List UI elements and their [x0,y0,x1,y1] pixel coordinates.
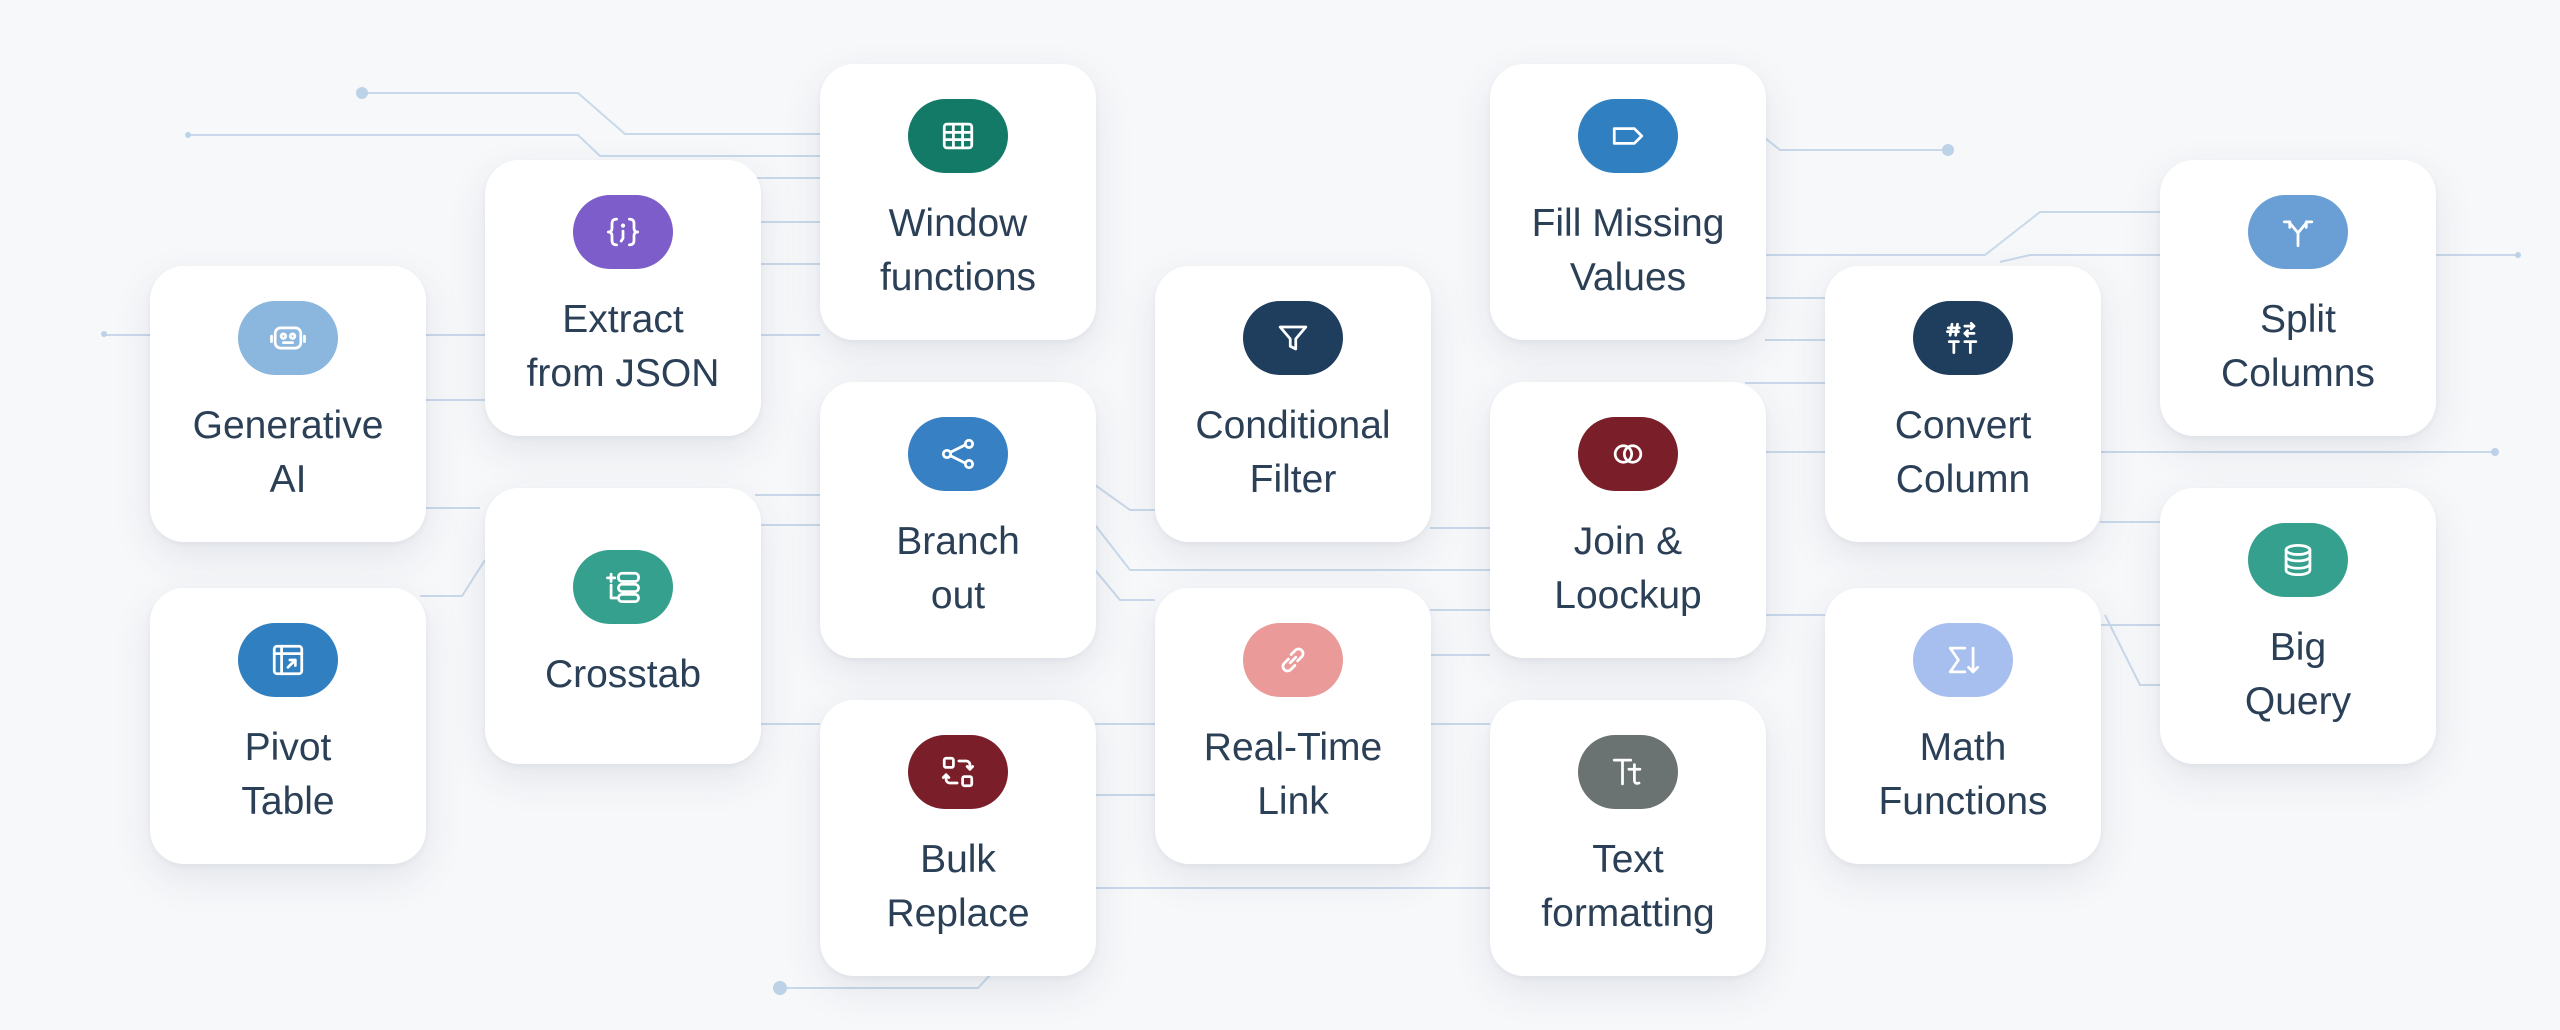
generative-ai-label: Generative AI [192,404,384,501]
database-icon [2284,544,2312,577]
generative-ai-card[interactable]: Generative AI [150,266,426,542]
bulk-replace-label: Bulk Replace [886,838,1030,935]
window-functions-card[interactable]: Window functions [820,64,1096,340]
text-formatting-badge [1578,735,1678,810]
link-icon [1281,647,1305,673]
window-functions-label: Window functions [879,202,1037,299]
join-lookup-badge [1578,417,1678,492]
split-icon [2282,220,2314,248]
join-lookup-label: Join & Loockup [1554,520,1702,617]
bulk-replace-badge [908,735,1008,810]
robot-icon [270,326,306,350]
math-functions-label: Math Functions [1878,726,2048,823]
text-formatting-label: Text formatting [1541,838,1715,935]
text-format-icon [1612,758,1642,786]
replace-icon [941,757,975,788]
big-query-label: Big Query [2244,626,2352,723]
conditional-filter-card[interactable]: Conditional Filter [1155,266,1431,542]
table-grid-icon [942,122,974,150]
extract-json-badge [573,195,673,270]
crosstab-card[interactable]: Crosstab [485,488,761,764]
branch-out-label: Branch out [896,520,1020,617]
conditional-filter-badge [1243,301,1343,376]
real-time-link-badge [1243,623,1343,698]
pivot-table-icon [272,645,304,676]
real-time-link-label: Real-Time Link [1203,726,1383,823]
pivot-table-card[interactable]: Pivot Table [150,588,426,864]
crosstab-icon [606,571,640,604]
fill-missing-badge [1578,99,1678,174]
split-columns-badge [2248,195,2348,270]
generative-ai-badge [238,301,338,376]
join-lookup-card[interactable]: Join & Loockup [1490,382,1766,658]
convert-column-badge [1913,301,2013,376]
json-braces-icon [606,217,640,247]
real-time-link-card[interactable]: Real-Time Link [1155,588,1431,864]
pivot-table-badge [238,623,338,698]
extract-json-card[interactable]: Extract from JSON [485,160,761,436]
conditional-filter-label: Conditional Filter [1195,404,1391,501]
convert-column-label: Convert Column [1894,404,2032,501]
convert-icon [1946,322,1978,355]
branch-out-badge [908,417,1008,492]
tag-icon [1612,127,1644,145]
fill-missing-label: Fill Missing Values [1531,202,1725,299]
branch-icon [941,439,975,470]
sigma-icon [1948,646,1980,674]
big-query-badge [2248,523,2348,598]
extract-json-label: Extract from JSON [526,298,720,395]
math-functions-card[interactable]: Math Functions [1825,588,2101,864]
window-functions-badge [908,99,1008,174]
text-formatting-card[interactable]: Text formatting [1490,700,1766,976]
big-query-card[interactable]: Big Query [2160,488,2436,764]
math-functions-badge [1913,623,2013,698]
split-columns-label: Split Columns [2221,298,2375,395]
pivot-table-label: Pivot Table [241,726,335,823]
fill-missing-card[interactable]: Fill Missing Values [1490,64,1766,340]
branch-out-card[interactable]: Branch out [820,382,1096,658]
convert-column-card[interactable]: Convert Column [1825,266,2101,542]
bulk-replace-card[interactable]: Bulk Replace [820,700,1096,976]
join-circles-icon [1613,444,1643,464]
crosstab-label: Crosstab [544,653,702,697]
filter-icon [1278,325,1308,351]
crosstab-badge [573,550,673,625]
split-columns-card[interactable]: Split Columns [2160,160,2436,436]
